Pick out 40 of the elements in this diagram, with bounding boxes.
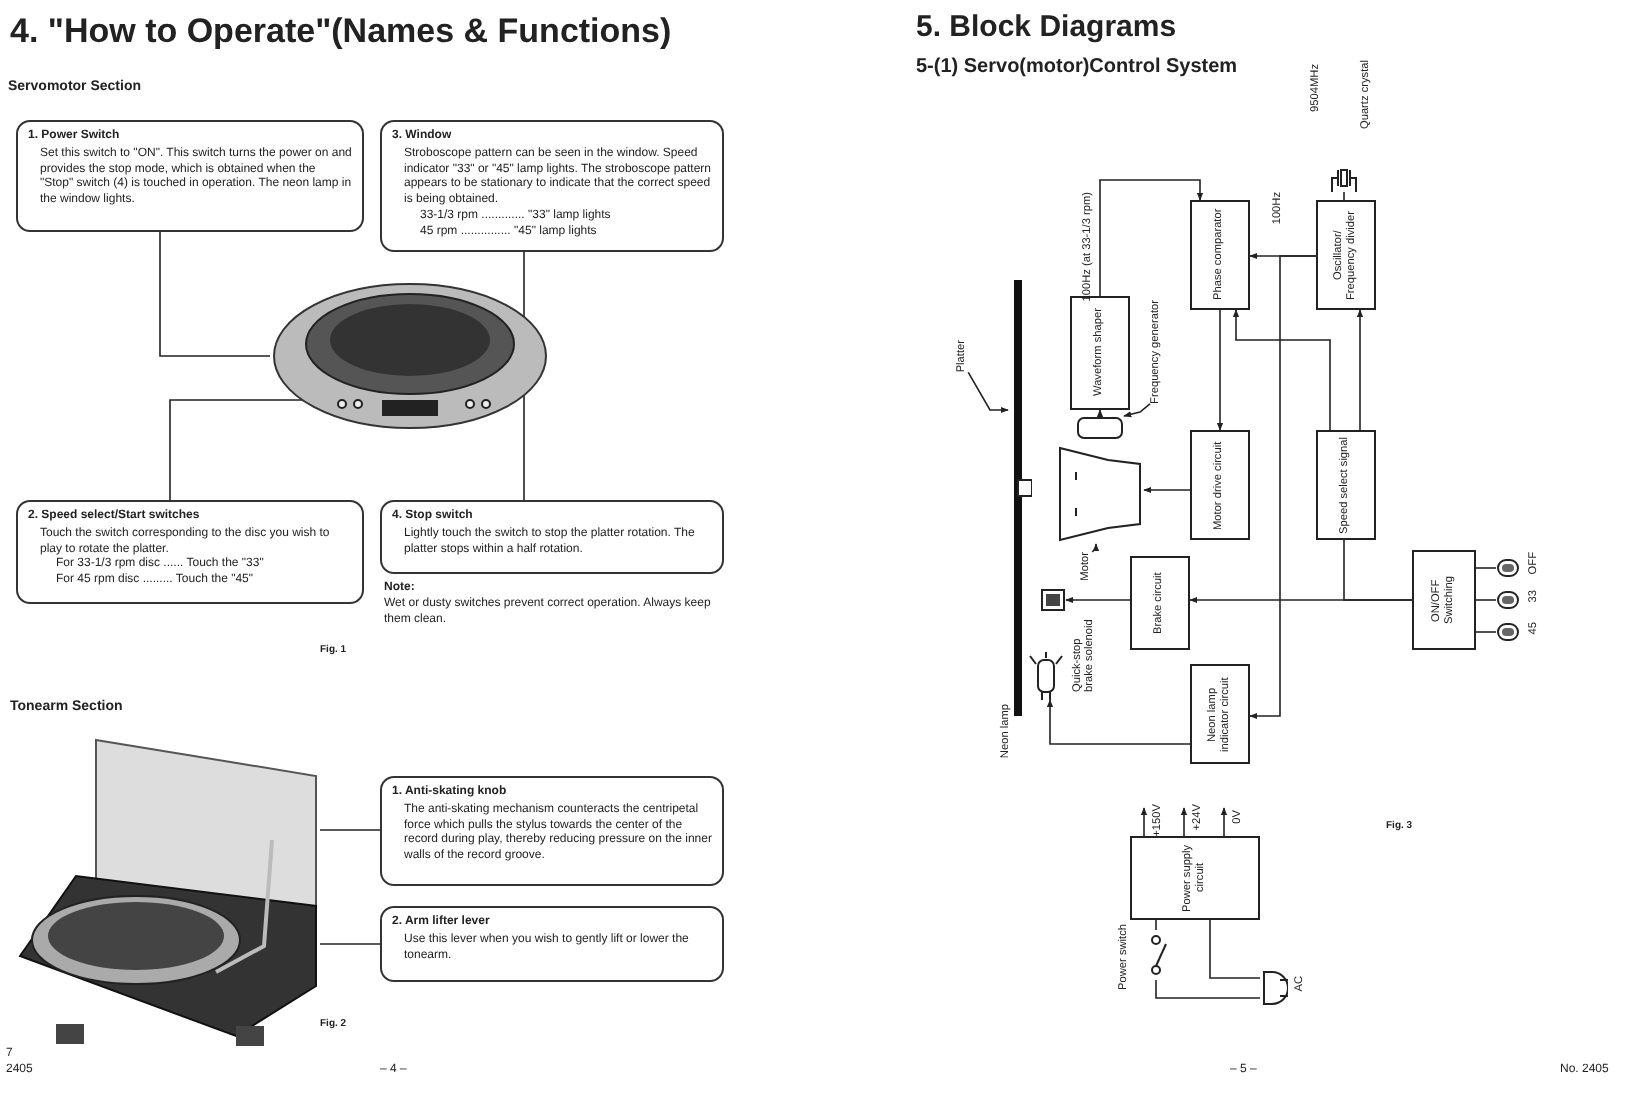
arrow [1046,699,1191,745]
connector-line [1475,567,1497,569]
arrow [1180,807,1188,837]
callout-box [16,120,364,232]
connector-line [1155,919,1157,931]
platter-drawing [1008,280,1032,716]
callout-box [380,776,724,886]
arrow [1220,807,1228,837]
callout-box [380,906,724,982]
connector-line [1475,631,1497,633]
connector-line [1209,919,1261,979]
callout-box [16,500,364,604]
connector-line [1343,191,1345,201]
arrow [1099,179,1204,297]
turntable-drawing [16,736,320,1052]
arrow [1356,309,1364,431]
section-heading: 5-(1) Servo(motor)Control System [916,56,1238,78]
leader-line [319,943,381,945]
page-heading: 4. "How to Operate"(Names & Functions) [10,12,672,52]
arrow [1249,255,1317,720]
connector-line [1475,599,1497,601]
leader-line [1123,403,1151,418]
arrow [1096,409,1104,418]
arrow [1216,309,1224,431]
leader-line [523,393,525,501]
leader-line [1091,543,1100,553]
leader-line [159,231,271,357]
connector-line [1343,539,1413,601]
leader-line [169,399,305,501]
leader-line [319,829,381,831]
page-heading: 5. Block Diagrams [916,10,1177,44]
leader-line [967,371,1009,414]
arrow [1232,309,1331,431]
callout-box [380,500,724,574]
arrow [1065,596,1131,604]
arrow [1143,486,1191,494]
generator-ring [1076,416,1124,440]
connector-line [1155,979,1261,999]
callout-box [380,120,724,252]
arrow [1140,807,1148,837]
